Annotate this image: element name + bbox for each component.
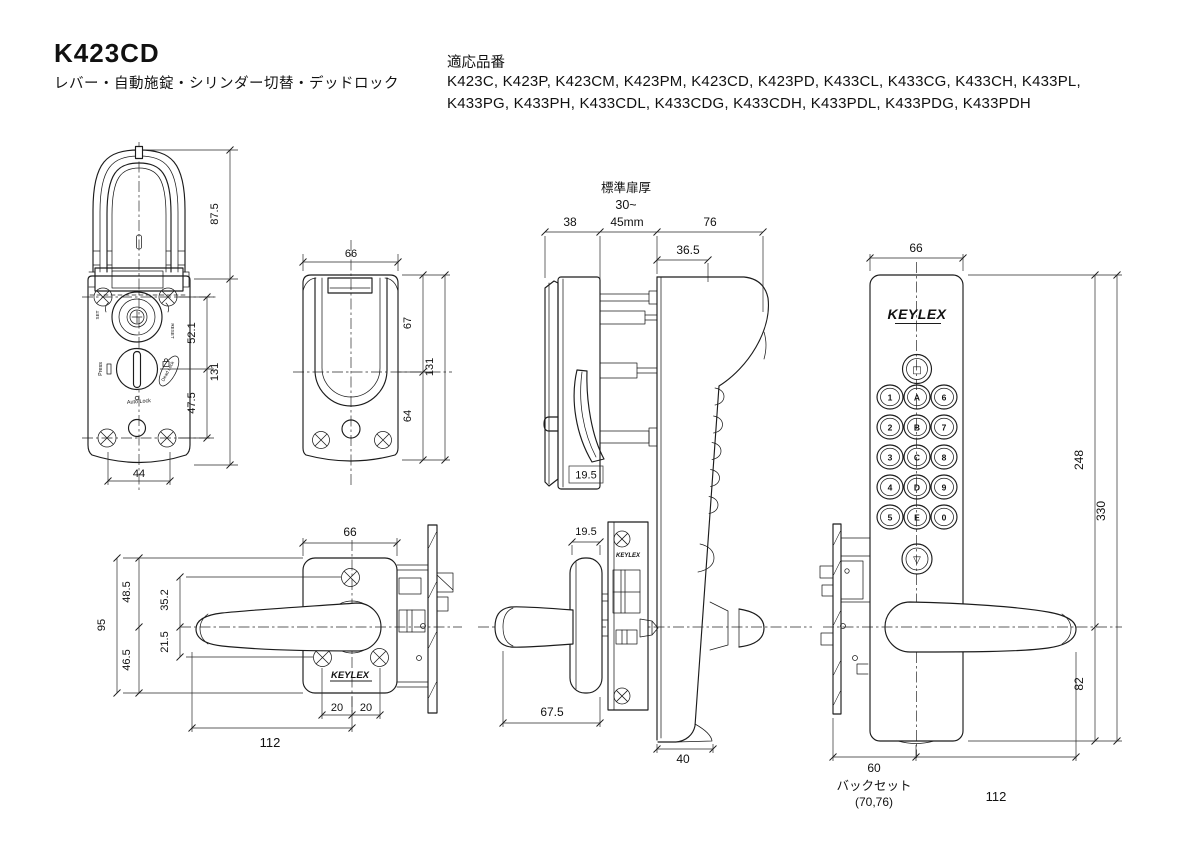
dim-keypad-width: 66 [909, 241, 923, 255]
dim-upper-half: 48.5 [121, 581, 133, 602]
dim-screw-upper: 35.2 [159, 589, 171, 610]
dim-head-depth: 36.5 [676, 243, 700, 257]
key-3: 3 [888, 453, 893, 463]
arrow-key: ▽ [913, 555, 921, 566]
key-A: A [914, 393, 920, 403]
product-subtitle: レバー・自動施錠・シリンダー切替・デッドロック [54, 76, 399, 92]
key-6: 6 [942, 393, 947, 403]
label-set: SET [95, 310, 100, 319]
dim-body-height: 131 [209, 363, 221, 381]
keypad: □ 1 [876, 353, 958, 575]
screw-icon [613, 530, 631, 705]
dim-upper-height-248: 248 [1072, 450, 1086, 470]
label-auto-lock: Auto Lock [127, 398, 152, 406]
page-title: K423CD [54, 38, 160, 68]
key-C: C [914, 453, 920, 463]
view-interior-front: SET RESET Press Auto Lock Dead Lock 87.5… [82, 142, 238, 492]
key-B: B [914, 423, 920, 433]
dim-interior-depth: 38 [563, 215, 577, 229]
view-exterior-front: KEYLEX □ [819, 241, 1122, 809]
dim-screw-lower: 21.5 [159, 631, 171, 652]
dim-hook-depth: 19.5 [575, 470, 596, 482]
brand-logo: KEYLEX [331, 670, 370, 681]
key-5: 5 [888, 513, 893, 523]
dim-screw-right-20: 20 [360, 702, 372, 714]
dim-bottom-depth: 40 [676, 752, 690, 766]
dim-cover-width: 66 [345, 248, 357, 260]
dim-cover-upper: 67 [402, 317, 414, 329]
mortise-body [396, 524, 454, 714]
dim-width-44: 44 [133, 468, 145, 480]
label-backset: バックセット [836, 779, 911, 793]
dim-lower-half: 46.5 [121, 649, 133, 670]
key-0: 0 [942, 513, 947, 523]
view-cover-front: 66 67 64 131 [293, 240, 452, 486]
key-4: 4 [888, 483, 893, 493]
dim-cover-lower: 64 [402, 410, 414, 422]
mortise-section [819, 523, 871, 715]
dim-plate-height-95: 95 [96, 619, 108, 631]
view-interior-lever: KEYLEX 66 [96, 524, 462, 750]
screw-icon [93, 287, 178, 448]
dim-lever-length-112: 112 [986, 789, 1007, 804]
dim-screw-left-20: 20 [331, 702, 343, 714]
applicable-models-heading: 適応品番 [447, 55, 505, 71]
dim-cover-total: 131 [424, 358, 436, 376]
label-door-thickness-1: 標準扉厚 [601, 180, 651, 195]
key-2: 2 [888, 423, 893, 433]
dim-lever-length-112-interior: 112 [260, 735, 281, 750]
label-door-thickness-2: 30~ [615, 198, 636, 212]
dim-lower-height-82: 82 [1072, 677, 1086, 691]
dim-lever-length-side: 67.5 [540, 705, 564, 719]
screw-icon [312, 431, 392, 449]
key-1: 1 [888, 393, 893, 403]
applicable-models-line2: K433PG, K433PH, K433CDL, K433CDG, K433CD… [447, 95, 1031, 112]
brand-logo: KEYLEX [616, 553, 641, 559]
key-E: E [914, 513, 920, 523]
label-dead-lock: Dead Lock [160, 360, 175, 382]
dim-rose-depth: 19.5 [575, 526, 596, 538]
screw-icon [313, 568, 389, 667]
label-door-thickness-3: 45mm [610, 215, 643, 229]
dim-backset-60: 60 [867, 761, 881, 775]
label-backset-values: (70,76) [855, 795, 893, 809]
dim-exterior-depth: 76 [703, 215, 717, 229]
key-D: D [914, 483, 920, 493]
key-9: 9 [942, 483, 947, 493]
dim-center-span: 52.1 [186, 322, 198, 343]
dim-upper-height: 87.5 [209, 203, 221, 224]
view-side-section: 標準扉厚 30~ 45mm 38 76 36.5 [478, 180, 812, 766]
applicable-models-line1: K423C, K423P, K423CM, K423PM, K423CD, K4… [447, 73, 1081, 90]
label-press: Press [98, 362, 104, 376]
brand-logo: KEYLEX [887, 306, 947, 322]
dim-total-height-330: 330 [1094, 501, 1108, 521]
dim-plate-width: 66 [343, 525, 357, 539]
key-8: 8 [942, 453, 947, 463]
key-7: 7 [942, 423, 947, 433]
key-cylinder [111, 291, 163, 343]
label-reset: RESET [170, 323, 175, 339]
dim-lower-span: 47.5 [186, 392, 198, 413]
exterior-knob-side [709, 601, 765, 651]
function-key: □ [912, 365, 921, 376]
thumbturn [115, 347, 159, 391]
